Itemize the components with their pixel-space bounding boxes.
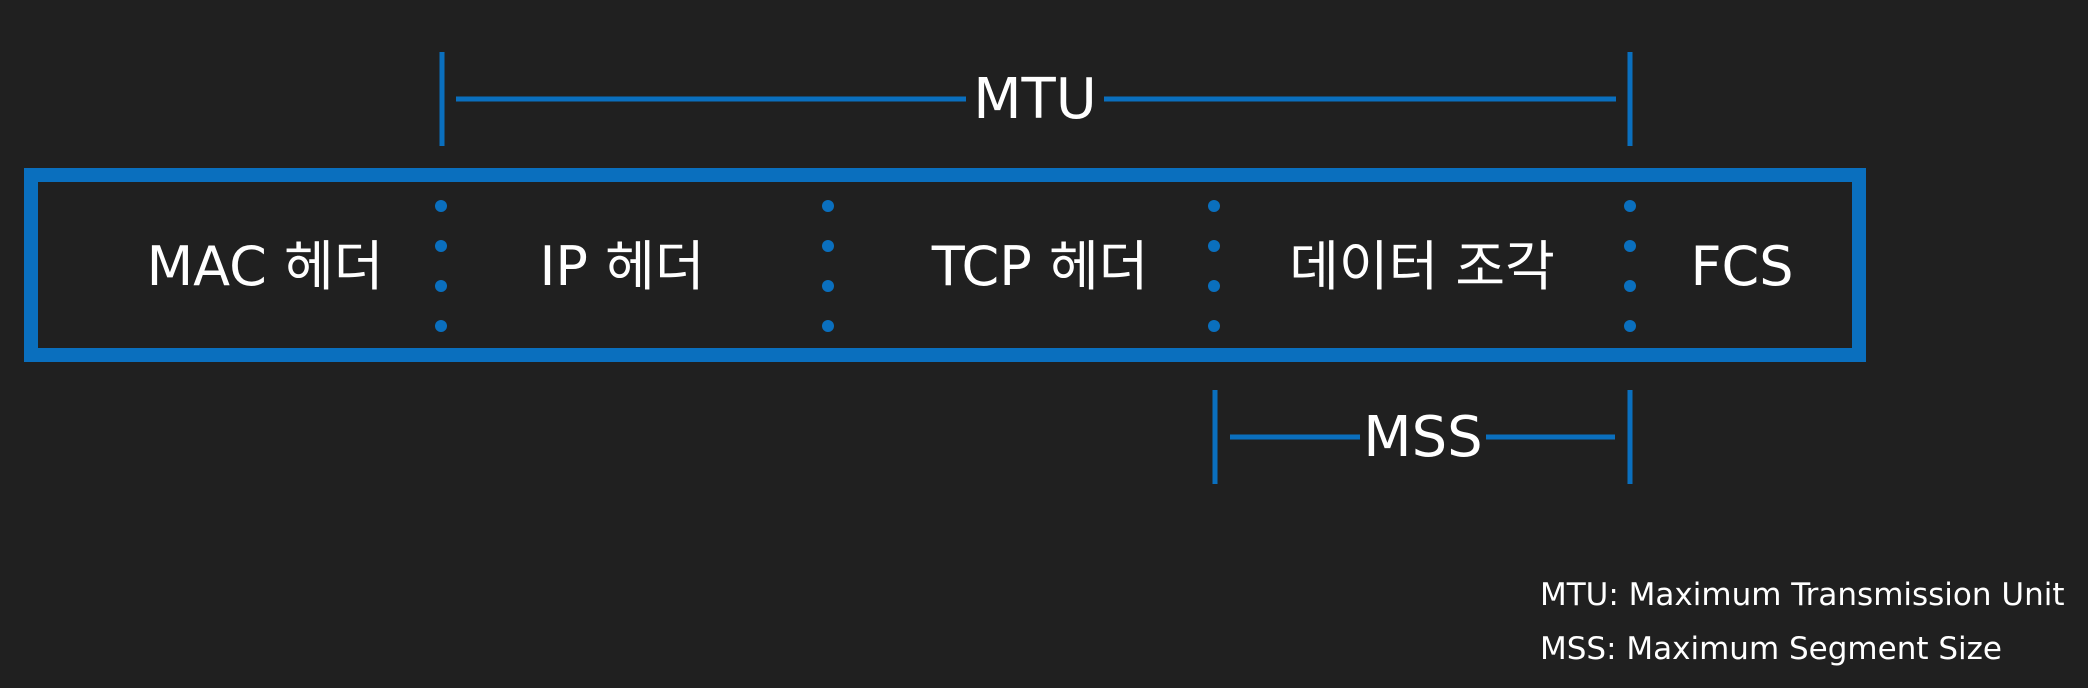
separator-4: [1624, 200, 1636, 332]
separator-1: [435, 200, 447, 332]
legend: MTU: Maximum Transmission Unit MSS: Maxi…: [1540, 568, 2065, 676]
segment-fcs: FCS: [1690, 235, 1793, 298]
segment-tcp-header: TCP 헤더: [931, 235, 1149, 298]
mtu-dimension: [439, 52, 1633, 146]
separator-3: [1208, 200, 1220, 332]
segment-mac-header: MAC 헤더: [147, 235, 384, 298]
mss-dimension: [1212, 390, 1633, 484]
segment-ip-header: IP 헤더: [539, 235, 704, 298]
legend-item-mss: MSS: Maximum Segment Size: [1540, 631, 2002, 667]
segment-data-fragment: 데이터 조각: [1289, 235, 1555, 298]
separator-2: [822, 200, 834, 332]
mtu-label: MTU: [973, 67, 1097, 132]
mss-label: MSS: [1363, 405, 1482, 470]
frame-box: [24, 168, 1866, 362]
legend-item-mtu: MTU: Maximum Transmission Unit: [1540, 577, 2065, 613]
